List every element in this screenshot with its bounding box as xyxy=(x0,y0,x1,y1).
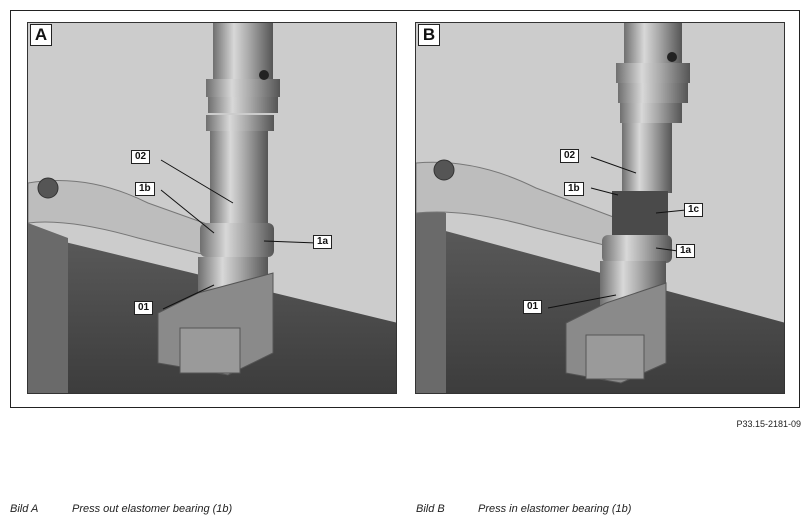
callout-02: 02 xyxy=(131,150,151,164)
callout-1c: 1c xyxy=(684,203,704,217)
photo-a-illustration xyxy=(28,23,396,393)
callout-01: 01 xyxy=(134,301,154,315)
callout-02: 02 xyxy=(560,149,580,163)
figure-reference: P33.15-2181-09 xyxy=(736,419,801,429)
callout-1b: 1b xyxy=(564,182,584,196)
figure-frame: A 02 1b 1a 01 xyxy=(10,10,800,408)
caption-a-text: Press out elastomer bearing (1b) xyxy=(72,503,233,515)
photo-b-illustration xyxy=(416,23,784,393)
callout-1a: 1a xyxy=(676,244,696,258)
caption-a-label: Bild A xyxy=(10,503,39,515)
caption-b-label: Bild B xyxy=(416,503,445,515)
photo-panel-a: A 02 1b 1a 01 xyxy=(27,22,397,394)
photo-panel-b: B 02 1b 1c 1a 01 xyxy=(415,22,785,394)
caption-b-text: Press in elastomer bearing (1b) xyxy=(478,503,632,515)
callout-1a: 1a xyxy=(313,235,333,249)
callout-1b: 1b xyxy=(135,182,155,196)
panel-letter-a: A xyxy=(30,24,52,46)
callout-01: 01 xyxy=(523,300,543,314)
panel-letter-b: B xyxy=(418,24,440,46)
